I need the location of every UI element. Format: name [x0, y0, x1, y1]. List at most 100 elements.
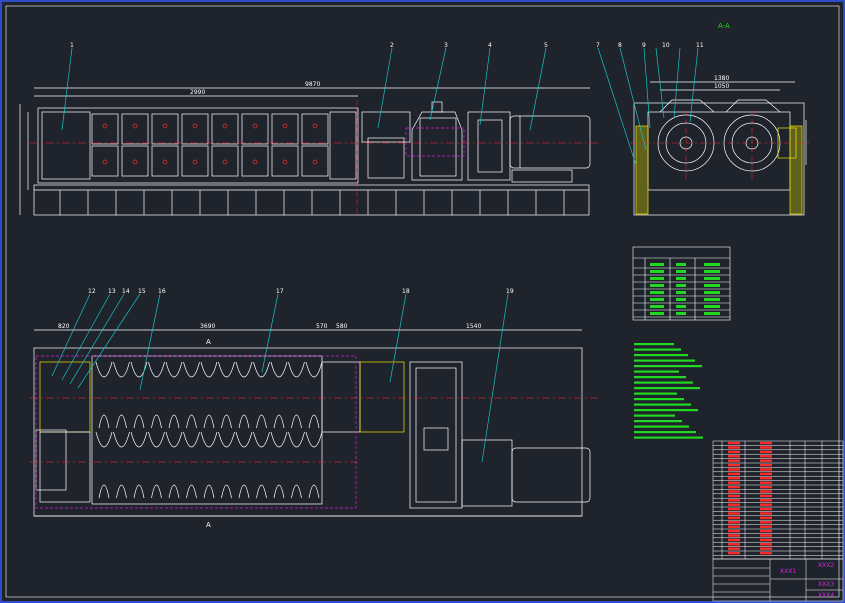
rotor-tooth [235, 431, 253, 499]
crusher-panel [181, 145, 209, 177]
table-cell-mark [704, 298, 720, 301]
bolt-marker [222, 159, 228, 165]
parts-cell-mark [760, 450, 772, 454]
dim-plan-5: 1540 [466, 323, 481, 330]
bolt-marker [312, 159, 318, 165]
rotor-tooth [183, 361, 200, 429]
note-line [634, 348, 681, 351]
parts-cell-mark [728, 485, 740, 489]
table-cell-mark [676, 298, 686, 301]
parts-cell-mark [760, 543, 772, 546]
parts-cell-mark [728, 499, 740, 502]
section-title: A-A [718, 22, 730, 30]
parts-cell-mark [728, 551, 740, 555]
table-cell-mark [676, 270, 686, 273]
technical-requirements-notes [634, 343, 703, 439]
parts-cell-mark [760, 494, 772, 498]
parts-cell-mark [728, 507, 740, 511]
parts-cell-mark [760, 551, 772, 555]
parts-cell-mark [728, 547, 740, 550]
note-line [634, 376, 686, 379]
parts-cell-mark [728, 446, 740, 449]
plan-view [30, 329, 600, 517]
parts-cell-mark [760, 503, 772, 506]
parts-cell-mark [760, 529, 772, 533]
table-cell-mark [676, 277, 686, 280]
parts-cell-mark [728, 463, 740, 467]
leaders-plan-view [51, 293, 509, 463]
parts-cell-mark [760, 446, 772, 449]
rotor-tooth [130, 361, 148, 429]
parts-cell-mark [760, 463, 772, 467]
parts-cell-mark [728, 529, 740, 533]
crusher-panel [121, 145, 149, 177]
crusher-panel [121, 113, 149, 145]
table-cell-mark [704, 284, 720, 287]
parts-cell-mark [760, 455, 772, 458]
bolt-marker [312, 123, 318, 129]
parts-cell-mark [728, 538, 740, 542]
bolt-marker [222, 123, 228, 129]
balloon-9: 9 [642, 42, 646, 49]
rotor-tooth [95, 361, 113, 429]
balloons-side-view: 7 8 9 10 11 [596, 42, 704, 49]
rotor-tooth [305, 431, 323, 499]
parts-cell-mark [760, 516, 772, 520]
table-cell-mark [650, 263, 664, 266]
crusher-panel [271, 113, 299, 145]
crusher-panel [301, 145, 329, 177]
table-cell-mark [650, 277, 664, 280]
bolt-marker [192, 159, 198, 165]
crusher-panel [301, 113, 329, 145]
crusher-panel [151, 113, 179, 145]
note-line [634, 392, 677, 395]
side-section-view [630, 81, 810, 216]
balloons-plan-view: 12 13 14 15 16 17 18 19 [88, 288, 514, 295]
rotor-tooth [165, 431, 183, 499]
dim-plan-1: 820 [58, 323, 70, 330]
crusher-panel [241, 145, 269, 177]
note-line [634, 436, 703, 439]
note-line [634, 420, 682, 423]
parts-cell-mark [760, 485, 772, 489]
table-cell-mark [650, 284, 664, 287]
front-elevation-view [19, 87, 600, 216]
dim-overall-length: 9870 [305, 81, 320, 88]
crusher-panel [211, 113, 239, 145]
bolt-marker [162, 159, 168, 165]
parts-cell-mark [728, 503, 740, 506]
crusher-panel [91, 113, 119, 145]
rotor-tooth [270, 431, 288, 499]
parts-cell-mark [760, 547, 772, 550]
parts-cell-mark [760, 441, 772, 445]
parts-cell-mark [728, 521, 740, 524]
title-name-1: XXX1 [780, 568, 796, 575]
leaders-top-view [61, 47, 547, 131]
table-cell-mark [704, 277, 720, 280]
balloon-17: 17 [276, 288, 284, 295]
parts-cell-mark [760, 538, 772, 542]
balloon-18: 18 [402, 288, 410, 295]
bolt-marker [162, 123, 168, 129]
rotor-tooth [200, 431, 218, 499]
rotor-tooth [130, 431, 148, 499]
rotor-tooth [95, 431, 113, 499]
bolt-marker [282, 123, 288, 129]
balloon-10: 10 [662, 42, 670, 49]
parts-list [712, 440, 844, 560]
parts-cell-mark [728, 477, 740, 480]
crusher-panel [181, 113, 209, 145]
dim-crusher-length: 2990 [190, 89, 205, 96]
inner-frame [5, 5, 840, 598]
table-cell-mark [704, 305, 720, 308]
table-cell-mark [650, 305, 664, 308]
balloon-14: 14 [122, 288, 130, 295]
rotor-tooth [288, 361, 305, 429]
rotor-tooth [165, 361, 183, 429]
rotor-tooth [148, 361, 165, 429]
balloon-13: 13 [108, 288, 116, 295]
table-cell-mark [676, 284, 686, 287]
bolt-marker [102, 123, 108, 129]
table-cell-mark [704, 291, 720, 294]
